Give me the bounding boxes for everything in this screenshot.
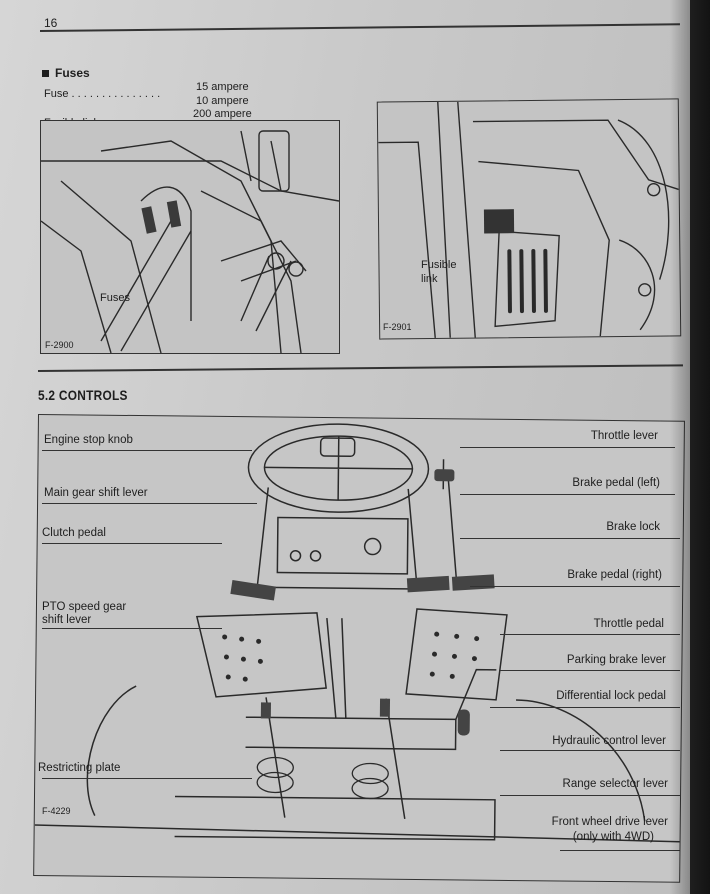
manual-page: 16 Fuses Fuse . . . . . . . . . . . . . … — [0, 0, 690, 894]
figure-code-f2901: F-2901 — [383, 322, 412, 332]
leader-range — [500, 795, 680, 796]
fusible-link-illustration — [378, 101, 679, 339]
label-front-wheel-drive-lever: Front wheel drive lever — [551, 816, 668, 828]
fuses-title: Fuses — [42, 66, 90, 80]
label-range-selector-lever: Range selector lever — [562, 778, 668, 790]
section-heading: 5.2 CONTROLS — [38, 387, 128, 403]
leader-brake-left — [460, 494, 675, 495]
label-main-gear-shift-lever: Main gear shift lever — [44, 487, 148, 499]
label-differential-lock-pedal: Differential lock pedal — [556, 690, 666, 702]
bullet-square-icon — [42, 69, 49, 77]
leader-throttle-pedal — [500, 634, 680, 635]
fuses-callout: Fuses — [100, 292, 130, 304]
label-clutch-pedal: Clutch pedal — [42, 527, 106, 539]
label-pto-shift-lever: shift lever — [42, 614, 92, 626]
fuses-illustration — [41, 130, 339, 353]
label-brake-pedal-left: Brake pedal (left) — [572, 477, 660, 489]
fuse-value-1: 15 ampere — [196, 81, 249, 93]
label-pto-speed-gear: PTO speed gear — [42, 601, 127, 613]
page-edge-shadow — [670, 0, 710, 894]
leader-engine-stop — [42, 450, 252, 451]
leader-main-gear — [42, 503, 257, 504]
label-throttle-lever: Throttle lever — [590, 430, 658, 442]
leader-brake-right — [470, 586, 680, 587]
leader-pto — [42, 628, 222, 629]
leader-brake-lock — [460, 538, 680, 539]
page-number: 16 — [44, 16, 58, 30]
leader-diff-lock — [490, 707, 680, 708]
label-brake-lock: Brake lock — [606, 521, 660, 533]
label-brake-pedal-right: Brake pedal (right) — [567, 569, 662, 581]
fusible-link-callout-line1: Fusible — [421, 259, 457, 271]
leader-hydraulic — [500, 750, 680, 751]
label-engine-stop-knob: Engine stop knob — [44, 434, 133, 446]
label-throttle-pedal: Throttle pedal — [593, 618, 664, 630]
fusible-link-callout-line2: link — [421, 273, 438, 285]
leader-clutch — [42, 543, 222, 544]
label-parking-brake-lever: Parking brake lever — [566, 654, 666, 666]
leader-throttle-lever — [460, 447, 675, 448]
fusible-link-figure — [376, 98, 682, 340]
figure-code-f4229: F-4229 — [42, 806, 71, 816]
label-hydraulic-control-lever: Hydraulic control lever — [552, 735, 666, 747]
label-restricting-plate: Restricting plate — [38, 762, 121, 774]
fusible-link-value: 200 ampere — [193, 108, 252, 120]
figure-code-f2900: F-2900 — [45, 340, 74, 350]
fuse-label: Fuse . . . . . . . . . . . . . . . — [44, 88, 161, 100]
fuses-figure — [40, 120, 340, 354]
fuse-value-2: 10 ampere — [196, 95, 249, 107]
section-rule — [38, 364, 683, 372]
header-rule — [40, 23, 680, 32]
fuses-title-text: Fuses — [55, 66, 90, 80]
label-4wd-note: (only with 4WD) — [572, 831, 654, 843]
controls-illustration — [34, 423, 680, 843]
leader-front-wheel — [560, 850, 680, 851]
leader-parking-brake — [500, 670, 680, 671]
controls-figure — [33, 414, 685, 883]
leader-restricting — [42, 778, 252, 779]
